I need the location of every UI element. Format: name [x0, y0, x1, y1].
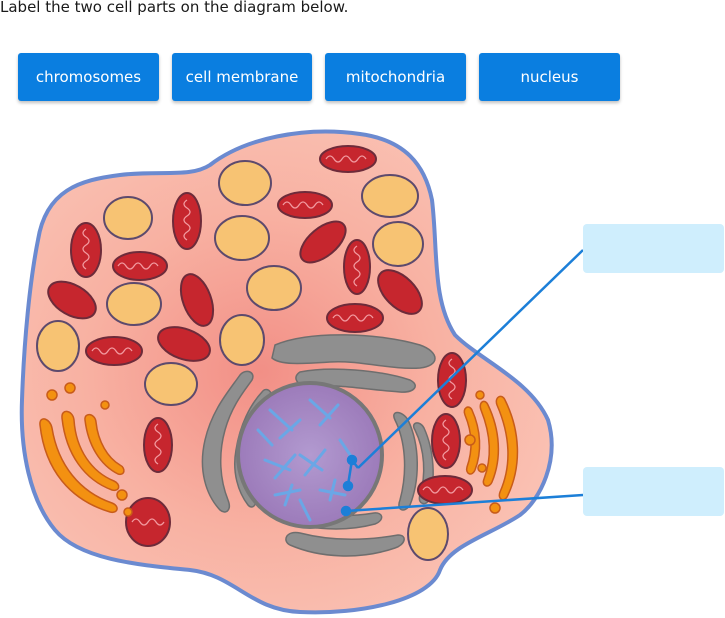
pointer-line-bottom: [345, 493, 584, 513]
chromosomes: [256, 398, 357, 522]
pointer-line-top: [357, 249, 584, 469]
word-tile-chromosomes[interactable]: chromosomes: [18, 53, 159, 101]
pointer-lines: [340, 249, 584, 517]
word-tile-nucleus[interactable]: nucleus: [479, 53, 620, 101]
golgi-apparatus-right: [463, 390, 519, 514]
answer-box-top[interactable]: [583, 224, 724, 273]
pointer-dot-chromosome-2: [342, 480, 354, 492]
nucleus: [236, 381, 384, 529]
mitochondria: [47, 145, 473, 547]
word-tile-mitochondria[interactable]: mitochondria: [325, 53, 466, 101]
vesicles: [36, 160, 449, 561]
golgi-apparatus-left: [39, 382, 133, 517]
pointer-dot-chromosome: [346, 454, 358, 466]
pointer-dot-nucleus: [340, 505, 352, 517]
word-tile-cell-membrane[interactable]: cell membrane: [172, 53, 312, 101]
question-prompt: Label the two cell parts on the diagram …: [0, 0, 349, 16]
mitochondria-cristae: [82, 155, 464, 526]
answer-box-bottom[interactable]: [583, 467, 724, 516]
